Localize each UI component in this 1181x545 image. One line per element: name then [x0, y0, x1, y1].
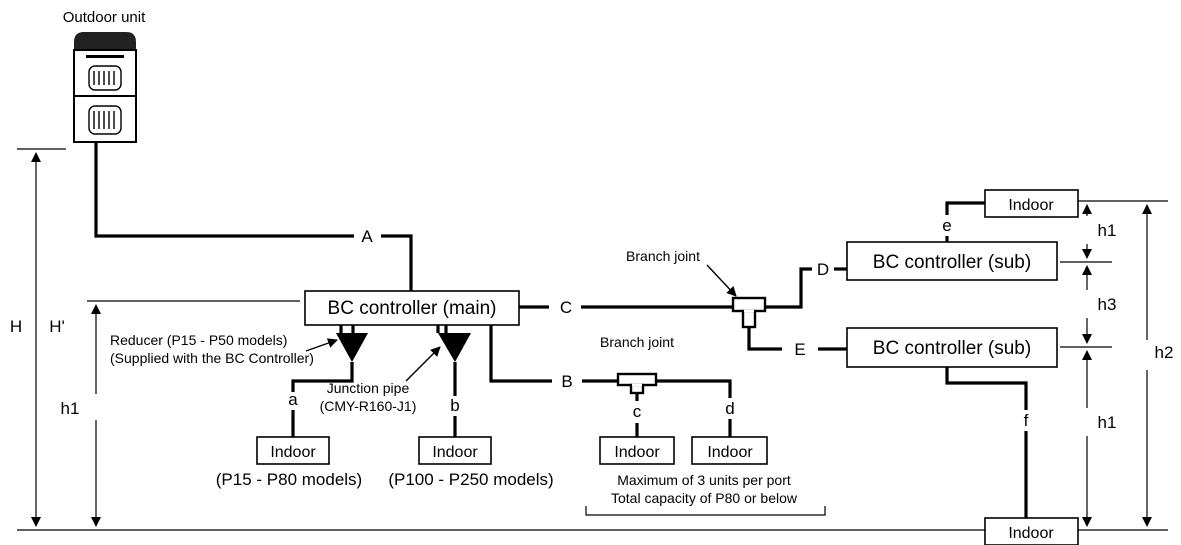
- bc-controller-sub-lower: BC controller (sub): [846, 327, 1058, 368]
- bc-controller-main: BC controller (main): [304, 290, 520, 326]
- lower-fan-grille-icon: [88, 105, 122, 135]
- indoor-unit-b: Indoor: [418, 436, 492, 465]
- junction-pipe-fitting-icon: [438, 333, 471, 362]
- reducer-pointer-arrow: [305, 338, 338, 352]
- dimension-h1-left-label: h1: [61, 399, 80, 418]
- pipe-B: [489, 325, 552, 383]
- pipe-label-C: C: [560, 298, 572, 317]
- port-note-line2: Total capacity of P80 or below: [611, 490, 798, 506]
- indoor-unit-a-label: Indoor: [270, 444, 316, 461]
- pipe-label-D: D: [817, 260, 829, 279]
- indoor-unit-f: Indoor: [984, 517, 1079, 545]
- outdoor-unit-top-cap: [74, 32, 136, 50]
- height-dimensions: H H' h1 h1 h3 h1 h2: [10, 152, 1178, 527]
- upper-fan-grille-icon: [88, 65, 122, 91]
- pipe-label-E: E: [794, 340, 805, 359]
- indoor-unit-c-label: Indoor: [614, 444, 660, 461]
- port-note-bracket: [585, 506, 826, 516]
- pipe-a: [291, 362, 354, 392]
- refrigerant-pipes: [94, 142, 1028, 518]
- pipe-label-A: A: [361, 227, 373, 246]
- annotations: Reducer (P15 - P50 models) (Supplied wit…: [110, 248, 826, 516]
- reducer-note-line1: Reducer (P15 - P50 models): [110, 332, 287, 348]
- dimension-H-prime-label: H': [49, 317, 65, 336]
- pipe-label-c: c: [633, 402, 642, 421]
- reducer-note-line2: (Supplied with the BC Controller): [110, 350, 314, 366]
- junction-pipe-note-line1: Junction pipe: [327, 380, 410, 396]
- indoor-unit-b-label: Indoor: [432, 444, 478, 461]
- pipe-E: [747, 327, 782, 351]
- pipe-f: [945, 367, 1028, 410]
- pipe-d: [656, 379, 732, 398]
- model-note-a: (P15 - P80 models): [216, 470, 362, 489]
- branch-joint-upper-label: Branch joint: [626, 248, 700, 264]
- pipe-D: [765, 267, 812, 309]
- indoor-unit-a: Indoor: [256, 436, 330, 465]
- model-note-b: (P100 - P250 models): [388, 470, 553, 489]
- indoor-unit-c: Indoor: [599, 436, 675, 465]
- indoor-unit-e-label: Indoor: [1008, 197, 1054, 214]
- indoor-unit-d: Indoor: [691, 436, 768, 465]
- branch-joint-lower-label: Branch joint: [600, 334, 674, 350]
- outdoor-unit-label: Outdoor unit: [63, 9, 146, 26]
- pipe-labels: A C D E B a b c d e f: [288, 216, 1028, 430]
- dimension-h1-upper-label: h1: [1098, 221, 1117, 240]
- pipe-label-d: d: [725, 399, 734, 418]
- dimension-h2-label: h2: [1155, 343, 1174, 362]
- pipe-e: [945, 201, 985, 215]
- bc-controller-sub-upper: BC controller (sub): [846, 241, 1058, 281]
- junction-pipe-note-line2: (CMY-R160-J1): [320, 398, 417, 414]
- dimension-h1-lower-label: h1: [1098, 413, 1117, 432]
- indoor-unit-d-label: Indoor: [707, 444, 753, 461]
- branch-joint-upper-pointer-arrow: [706, 264, 737, 297]
- port-note-line1: Maximum of 3 units per port: [617, 472, 791, 488]
- bc-controller-main-label: BC controller (main): [328, 298, 497, 319]
- reference-lines: [17, 148, 1168, 531]
- junction-pipe-pointer-arrow: [405, 346, 441, 382]
- indoor-unit-f-label: Indoor: [1008, 525, 1054, 542]
- pipe-label-f: f: [1024, 411, 1029, 430]
- bc-controller-sub-upper-label: BC controller (sub): [873, 252, 1031, 273]
- pipe-label-a: a: [288, 390, 298, 409]
- branch-joint-lower-icon: [616, 372, 658, 395]
- pipe-label-b: b: [450, 396, 459, 415]
- pipe-label-B: B: [561, 372, 572, 391]
- outdoor-unit: Outdoor unit: [63, 9, 146, 143]
- pipe-label-e: e: [942, 216, 951, 235]
- dimension-H-label: H: [10, 317, 22, 336]
- pipe-A: [94, 142, 354, 238]
- bc-controller-sub-lower-label: BC controller (sub): [873, 338, 1031, 359]
- reducer-fitting-icon: [336, 333, 368, 362]
- dimension-h3-label: h3: [1098, 295, 1117, 314]
- branch-joint-upper-icon: [731, 296, 767, 329]
- indoor-unit-e: Indoor: [984, 189, 1079, 218]
